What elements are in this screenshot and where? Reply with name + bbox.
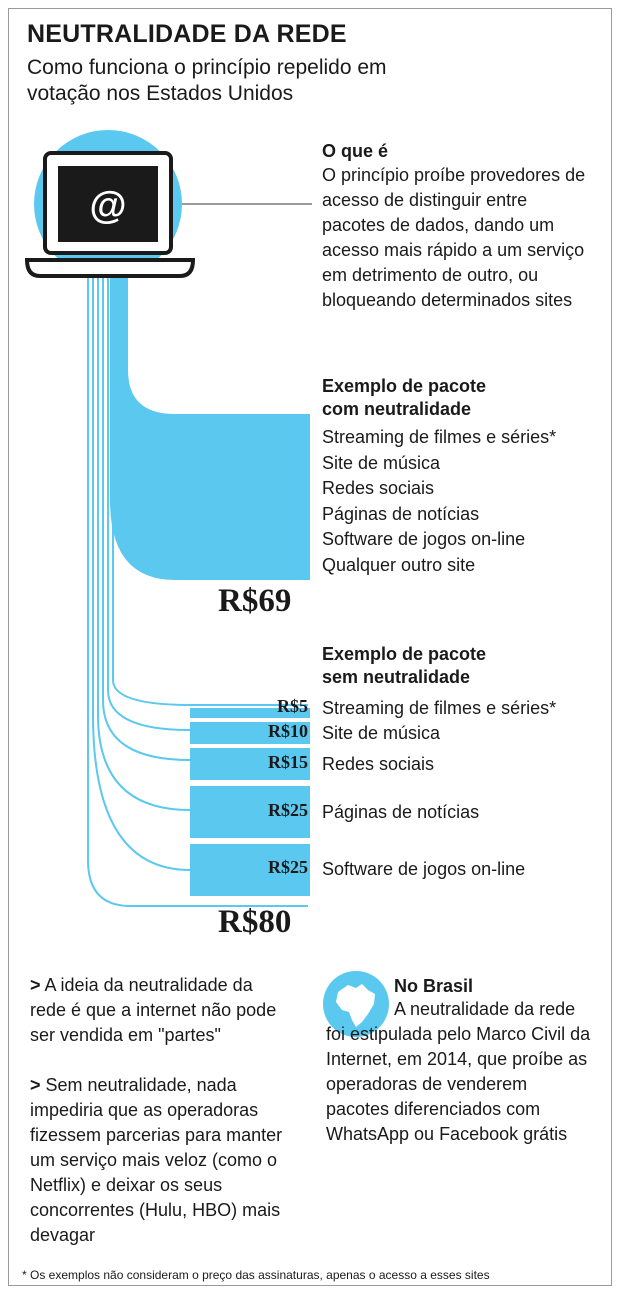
infographic-frame <box>8 8 612 1286</box>
flow-line-2 <box>92 278 308 871</box>
what-is-text: O princípio proíbe provedores de acesso … <box>322 165 586 310</box>
brazil-map-icon <box>336 984 375 1027</box>
with-neutrality-item: Páginas de notícias <box>322 503 480 524</box>
band-games <box>190 844 310 896</box>
without-neutrality-total: R$80 <box>218 904 292 940</box>
brazil-heading: No Brasil <box>394 976 474 996</box>
flow-line-3 <box>97 278 308 811</box>
band-news <box>190 786 310 838</box>
bullet-marker: > <box>30 1075 41 1095</box>
note-bullet-2: > Sem neutralidade, nada impediria que a… <box>30 1073 292 1248</box>
with-neutrality-item: Qualquer outro site <box>322 554 476 575</box>
without-item-price: R$10 <box>268 721 308 741</box>
bullet-marker: > <box>30 975 41 995</box>
without-neutrality-heading-line1: Exemplo de pacote <box>322 644 487 664</box>
without-item-label: Streaming de filmes e séries* <box>322 698 557 718</box>
flow-line-5 <box>107 278 308 731</box>
band-streaming <box>190 708 310 718</box>
with-neutrality-heading-line2: com neutralidade <box>322 399 472 419</box>
with-neutrality-item: Site de música <box>322 452 441 473</box>
without-item-price: R$25 <box>268 800 308 820</box>
note-text: A ideia da neutralidade da rede é que a … <box>30 975 277 1045</box>
with-neutrality-heading-line1: Exemplo de pacote <box>322 376 487 396</box>
what-is-heading: O que é <box>322 141 389 161</box>
flow-line-4 <box>102 278 308 761</box>
without-item-label: Site de música <box>322 723 441 743</box>
band-music <box>190 722 310 744</box>
band-social <box>190 748 310 780</box>
with-neutrality-item: Software de jogos on-line <box>322 529 526 549</box>
without-neutrality-heading-line2: sem neutralidade <box>322 667 471 687</box>
with-neutrality-item: Streaming de filmes e séries* <box>322 427 557 447</box>
laptop-at-symbol: @ <box>89 185 127 227</box>
without-item-price: R$5 <box>277 696 308 716</box>
with-neutrality-flow <box>110 278 310 580</box>
with-neutrality-total: R$69 <box>218 583 292 619</box>
brazil-text: A neutralidade da rede foi estipulada pe… <box>326 997 594 1147</box>
flow-line-1 <box>87 278 308 907</box>
with-neutrality-item: Redes sociais <box>322 478 435 498</box>
note-text: Sem neutralidade, nada impediria que as … <box>30 1075 283 1245</box>
without-item-price: R$25 <box>268 857 308 877</box>
page-title: NEUTRALIDADE DA REDE <box>27 20 347 48</box>
without-item-label: Páginas de notícias <box>322 802 480 822</box>
footnote: * Os exemplos não consideram o preço das… <box>22 1268 490 1282</box>
with-neutrality-list: Streaming de filmes e séries* Site de mú… <box>322 425 556 578</box>
page-subtitle: Como funciona o princípio repelido em vo… <box>27 56 387 105</box>
laptop-icon <box>24 151 196 278</box>
flow-line-6 <box>112 278 308 706</box>
without-item-price: R$15 <box>268 752 308 772</box>
without-neutrality-bands <box>190 708 310 896</box>
flow-lines <box>87 278 308 907</box>
brazil-text-body: A neutralidade da rede foi estipulada pe… <box>326 999 591 1144</box>
without-item-label: Redes sociais <box>322 754 435 774</box>
note-bullet-1: > A ideia da neutralidade da rede é que … <box>30 973 292 1048</box>
without-item-label: Software de jogos on-line <box>322 859 526 879</box>
